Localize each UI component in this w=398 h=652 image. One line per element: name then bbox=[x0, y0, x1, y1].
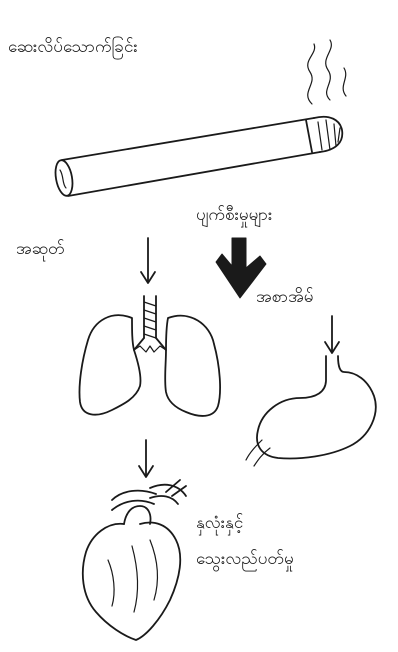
lungs-icon bbox=[79, 296, 220, 416]
stomach-icon bbox=[246, 356, 376, 466]
title-smoking: ဆေးလိပ်သောက်ခြင်း bbox=[8, 36, 138, 58]
smoke-icon bbox=[308, 40, 346, 104]
heart-arrow bbox=[139, 440, 153, 477]
heart-icon bbox=[83, 480, 186, 640]
label-stomach: အစာအိမ် bbox=[256, 286, 313, 308]
label-damages: ပျက်စီးမှုများ bbox=[196, 204, 272, 226]
stomach-arrow bbox=[325, 316, 339, 353]
lungs-arrow bbox=[141, 238, 155, 283]
label-lungs: အဆုတ် bbox=[16, 238, 65, 260]
label-heart-line2: သွေးလည်ပတ်မှု bbox=[196, 548, 294, 570]
cigarette-icon bbox=[53, 117, 342, 197]
label-heart-line1: နှလုံးနှင့် bbox=[196, 512, 243, 534]
